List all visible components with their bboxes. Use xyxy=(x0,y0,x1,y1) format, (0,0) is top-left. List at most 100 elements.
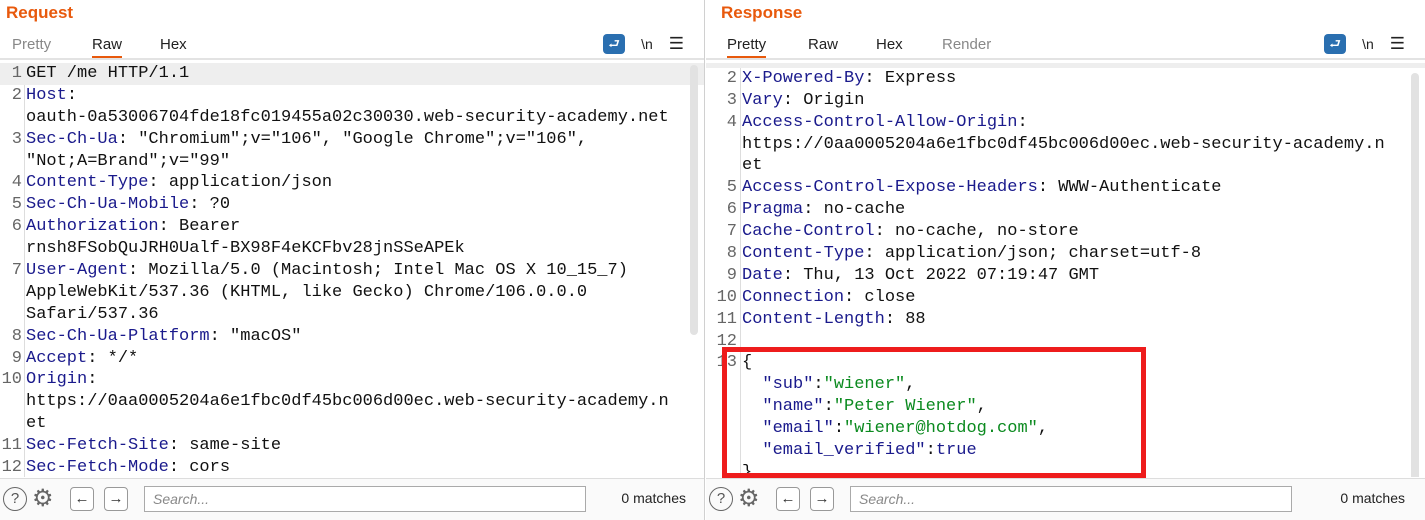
text-wrap-icon[interactable]: ⮐ xyxy=(603,34,626,54)
token-key: "sub" xyxy=(742,375,814,395)
line-number: 7 xyxy=(726,222,737,242)
search-input[interactable]: Search... xyxy=(850,486,1292,512)
token-plain: : Bearer xyxy=(158,217,241,237)
line-number: 5 xyxy=(726,178,737,198)
token-key: Access-Control-Expose-Headers xyxy=(742,178,1038,198)
token-key: Authorization xyxy=(26,217,159,237)
line-number: 11 xyxy=(716,309,737,329)
line-number: 6 xyxy=(726,200,737,220)
tab-hex[interactable]: Hex xyxy=(160,36,187,53)
line-text: et xyxy=(742,155,762,177)
line-text: Access-Control-Expose-Headers: WWW-Authe… xyxy=(742,177,1222,199)
line-text: et xyxy=(26,413,46,435)
previous-match-button[interactable]: ← xyxy=(776,487,800,511)
tab-pretty[interactable]: Pretty xyxy=(727,36,767,58)
line-text: Content-Type: application/json; charset=… xyxy=(742,243,1201,265)
token-key: Sec-Fetch-Site xyxy=(26,436,169,456)
code-line: 13{ xyxy=(706,352,1425,374)
tab-raw[interactable]: Raw xyxy=(92,36,123,58)
code-line: 12 xyxy=(706,331,1425,353)
line-number: 6 xyxy=(11,217,22,237)
line-text: "sub":"wiener", xyxy=(742,374,915,396)
line-number: 10 xyxy=(716,287,737,307)
token-plain: : application/json xyxy=(148,173,333,193)
code-line: et xyxy=(0,413,704,435)
gear-icon[interactable]: ⚙ xyxy=(738,485,760,512)
previous-match-button[interactable]: ← xyxy=(70,487,94,511)
token-plain: : Thu, 13 Oct 2022 07:19:47 GMT xyxy=(782,265,1100,285)
line-number: 12 xyxy=(1,458,22,477)
tab-pretty[interactable]: Pretty xyxy=(12,36,52,53)
text-wrap-icon[interactable]: ⮐ xyxy=(1324,34,1347,54)
line-text: Connection: close xyxy=(742,287,915,309)
message-editor[interactable]: 1HTTP/1.1 200 OK2X-Powered-By: Express3V… xyxy=(706,63,1425,477)
next-match-button[interactable]: → xyxy=(810,487,834,511)
token-key: Accept xyxy=(26,348,88,368)
tab-raw[interactable]: Raw xyxy=(808,36,839,53)
line-text: Origin: xyxy=(26,369,97,391)
scrollbar[interactable] xyxy=(690,65,698,335)
token-plain: : WWW-Authenticate xyxy=(1037,178,1222,198)
line-text: Sec-Ch-Ua: "Chromium";v="106", "Google C… xyxy=(26,129,587,151)
token-key: Connection xyxy=(742,287,845,307)
line-text: Sec-Ch-Ua-Mobile: ?0 xyxy=(26,194,230,216)
line-text: Access-Control-Allow-Origin: xyxy=(742,112,1028,134)
line-text: Pragma: no-cache xyxy=(742,199,905,221)
token-plain: : Origin xyxy=(782,90,865,110)
token-key: "email" xyxy=(742,419,834,439)
next-match-button[interactable]: → xyxy=(104,487,128,511)
newline-toggle[interactable]: \n xyxy=(641,36,653,52)
code-line: "email_verified":true xyxy=(706,440,1425,462)
token-key: Pragma xyxy=(742,200,804,220)
code-line: https://0aa0005204a6e1fbc0df45bc006d00ec… xyxy=(706,134,1425,156)
line-number: 2 xyxy=(726,68,737,88)
line-text: Safari/537.36 xyxy=(26,304,159,326)
line-text: "Not;A=Brand";v="99" xyxy=(26,151,230,173)
line-number: 2 xyxy=(11,85,22,105)
token-key: Host xyxy=(26,85,67,105)
line-text: Sec-Fetch-Mode: cors xyxy=(26,457,230,477)
help-icon[interactable]: ? xyxy=(709,487,733,511)
token-key: Sec-Ch-Ua xyxy=(26,129,118,149)
tab-hex[interactable]: Hex xyxy=(876,36,903,53)
search-input[interactable]: Search... xyxy=(144,486,586,512)
token-plain: HTTP/1.1 200 OK xyxy=(742,63,895,66)
code-line: Safari/537.36 xyxy=(0,304,704,326)
line-text: https://0aa0005204a6e1fbc0df45bc006d00ec… xyxy=(742,134,1385,156)
line-text: oauth-0a53006704fde18fc019455a02c30030.w… xyxy=(26,107,669,129)
line-number: 13 xyxy=(716,353,737,373)
line-text: GET /me HTTP/1.1 xyxy=(26,63,189,85)
gear-icon[interactable]: ⚙ xyxy=(32,485,54,512)
line-number: 5 xyxy=(11,195,22,215)
token-plain: AppleWebKit/537.36 (KHTML, like Gecko) C… xyxy=(26,282,588,302)
line-text: User-Agent: Mozilla/5.0 (Macintosh; Inte… xyxy=(26,260,628,282)
code-line: et xyxy=(706,155,1425,177)
hamburger-menu-icon[interactable]: ☰ xyxy=(1389,34,1405,53)
line-text: "name":"Peter Wiener", xyxy=(742,396,986,418)
code-line: rnsh8FSobQuJRH0Ualf-BX98F4eKCFbv28jnSSeA… xyxy=(0,238,704,260)
token-key: Date xyxy=(742,265,783,285)
newline-toggle[interactable]: \n xyxy=(1362,36,1374,52)
pane-title: Response xyxy=(721,3,803,22)
tab-render[interactable]: Render xyxy=(942,36,992,53)
scrollbar[interactable] xyxy=(1411,73,1419,477)
code-line: "sub":"wiener", xyxy=(706,374,1425,396)
help-icon[interactable]: ? xyxy=(3,487,27,511)
token-key: User-Agent xyxy=(26,261,129,281)
token-plain: : */* xyxy=(87,348,139,368)
hamburger-menu-icon[interactable]: ☰ xyxy=(668,34,684,53)
